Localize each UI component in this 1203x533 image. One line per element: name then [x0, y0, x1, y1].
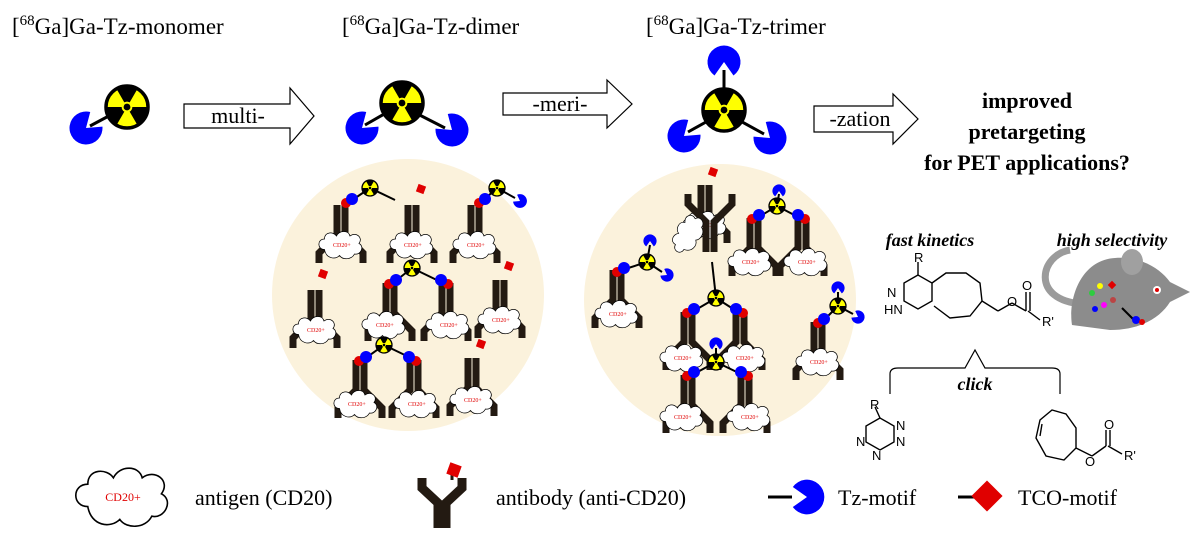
radiation-icon [377, 80, 427, 126]
high-selectivity-label: high selectivity [1057, 230, 1168, 250]
dimer-molecule [338, 80, 476, 154]
svg-text:CD20+: CD20+ [467, 243, 485, 249]
svg-text:CD20+: CD20+ [408, 402, 426, 408]
svg-text:R: R [914, 250, 923, 265]
monomer-molecule [62, 84, 152, 152]
svg-text:-zation: -zation [829, 106, 890, 131]
svg-text:TCO-motif: TCO-motif [1018, 485, 1118, 510]
svg-text:CD20+: CD20+ [609, 312, 627, 318]
svg-text:CD20+: CD20+ [742, 260, 760, 266]
click-brace [889, 348, 1061, 394]
svg-text:CD20+: CD20+ [492, 318, 510, 324]
svg-text:CD20+: CD20+ [810, 360, 828, 366]
svg-text:antibody (anti-CD20): antibody (anti-CD20) [496, 485, 686, 510]
svg-text:CD20+: CD20+ [736, 356, 754, 362]
svg-text:CD20+: CD20+ [307, 328, 325, 334]
legend-tco: TCO-motif [958, 480, 1118, 512]
tz-motif-icon [338, 106, 383, 152]
svg-text:-meri-: -meri- [533, 91, 588, 116]
svg-text:N: N [872, 448, 881, 463]
legend-antigen: CD20+ antigen (CD20) [75, 467, 332, 528]
tco-structure [1035, 409, 1123, 461]
svg-text:HN: HN [884, 302, 903, 317]
svg-text:antigen (CD20): antigen (CD20) [195, 485, 332, 510]
radiation-icon [699, 87, 749, 133]
svg-text:N: N [896, 434, 905, 449]
svg-text:CD20+: CD20+ [404, 243, 422, 249]
svg-text:R: R [870, 397, 879, 412]
svg-text:O: O [1104, 417, 1114, 432]
tz-motif-icon [660, 114, 705, 160]
question-line-2: pretargeting [969, 119, 1086, 144]
tz-motif-icon [749, 116, 794, 162]
svg-text:CD20+: CD20+ [348, 402, 366, 408]
question-line-1: improved [982, 88, 1072, 113]
svg-text:CD20+: CD20+ [105, 490, 141, 504]
svg-text:O: O [1022, 278, 1032, 293]
question-line-3: for PET applications? [924, 150, 1130, 175]
trimer-molecule [660, 45, 794, 162]
legend-antibody: antibody (anti-CD20) [417, 462, 686, 528]
dimer-title: [68Ga]Ga-Tz-dimer [342, 13, 520, 39]
svg-text:CD20+: CD20+ [741, 415, 759, 421]
arrow-multi: multi- [183, 86, 315, 146]
svg-text:CD20+: CD20+ [376, 323, 394, 329]
monomer-title: [68Ga]Ga-Tz-monomer [12, 13, 224, 39]
trimer-pretargeting-circle: CD20+ CD20+ CD20+ CD20+ CD20+ CD20+ CD20… [584, 164, 868, 436]
fast-kinetics-label: fast kinetics [886, 230, 975, 250]
svg-text:multi-: multi- [211, 103, 265, 128]
svg-text:CD20+: CD20+ [464, 398, 482, 404]
svg-text:CD20+: CD20+ [674, 356, 692, 362]
svg-text:N: N [887, 285, 896, 300]
svg-text:CD20+: CD20+ [798, 260, 816, 266]
arrow-meri: -meri- [502, 78, 633, 130]
svg-text:CD20+: CD20+ [440, 323, 458, 329]
svg-text:Tz-motif: Tz-motif [838, 485, 917, 510]
svg-text:R': R' [1042, 314, 1054, 329]
tz-motif-icon [431, 108, 476, 154]
svg-text:CD20+: CD20+ [674, 415, 692, 421]
svg-text:O: O [1007, 294, 1017, 309]
svg-text:N: N [856, 434, 865, 449]
svg-text:R': R' [1124, 448, 1136, 463]
svg-text:N: N [896, 418, 905, 433]
click-product-structure [903, 262, 1041, 321]
legend-tz: Tz-motif [768, 479, 917, 515]
radiation-icon [102, 84, 152, 130]
tz-motif-icon [62, 106, 107, 152]
arrow-zation: -zation [813, 92, 919, 146]
trimer-title: [68Ga]Ga-Tz-trimer [646, 13, 826, 39]
dimer-pretargeting-circle: CD20+ CD20+ CD20+ CD20+ CD20+ CD20+ CD20… [272, 159, 544, 431]
svg-text:O: O [1085, 454, 1095, 469]
tetrazine-structure [865, 406, 895, 451]
click-label: click [958, 374, 993, 394]
mouse-icon [1041, 246, 1190, 330]
svg-text:CD20+: CD20+ [333, 243, 351, 249]
